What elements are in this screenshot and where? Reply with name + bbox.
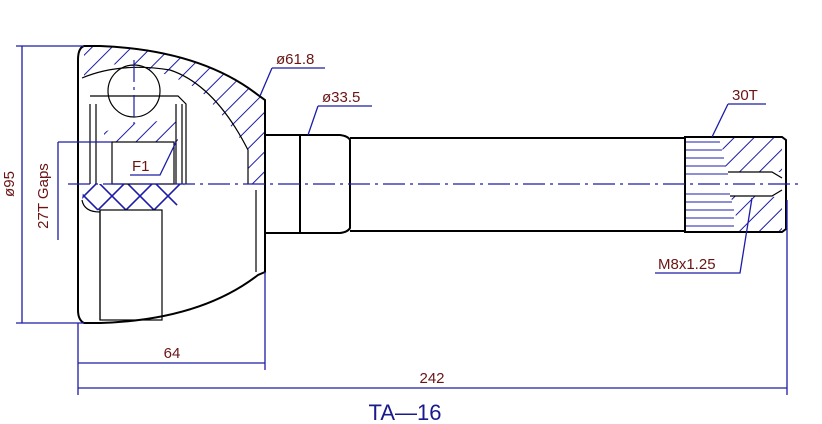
- shaft-diameter-label: ø33.5: [322, 89, 360, 106]
- bell-length-dimension: 64: [164, 345, 181, 362]
- dimension-lines: [16, 45, 788, 395]
- bell-diameter-label: ø61.8: [276, 51, 314, 68]
- inner-spline-label: 27T Gaps: [35, 163, 52, 229]
- thread-label: M8x1.25: [658, 256, 716, 273]
- part-number-title: TA—16: [369, 400, 442, 424]
- spline-teeth: [686, 141, 734, 227]
- spline-teeth-label: 30T: [732, 87, 758, 104]
- inner-marker-label: F1: [132, 158, 150, 175]
- outer-bell-section: [82, 46, 782, 232]
- outer-diameter-label: ø95: [1, 171, 18, 197]
- overall-length-dimension: 242: [419, 370, 444, 387]
